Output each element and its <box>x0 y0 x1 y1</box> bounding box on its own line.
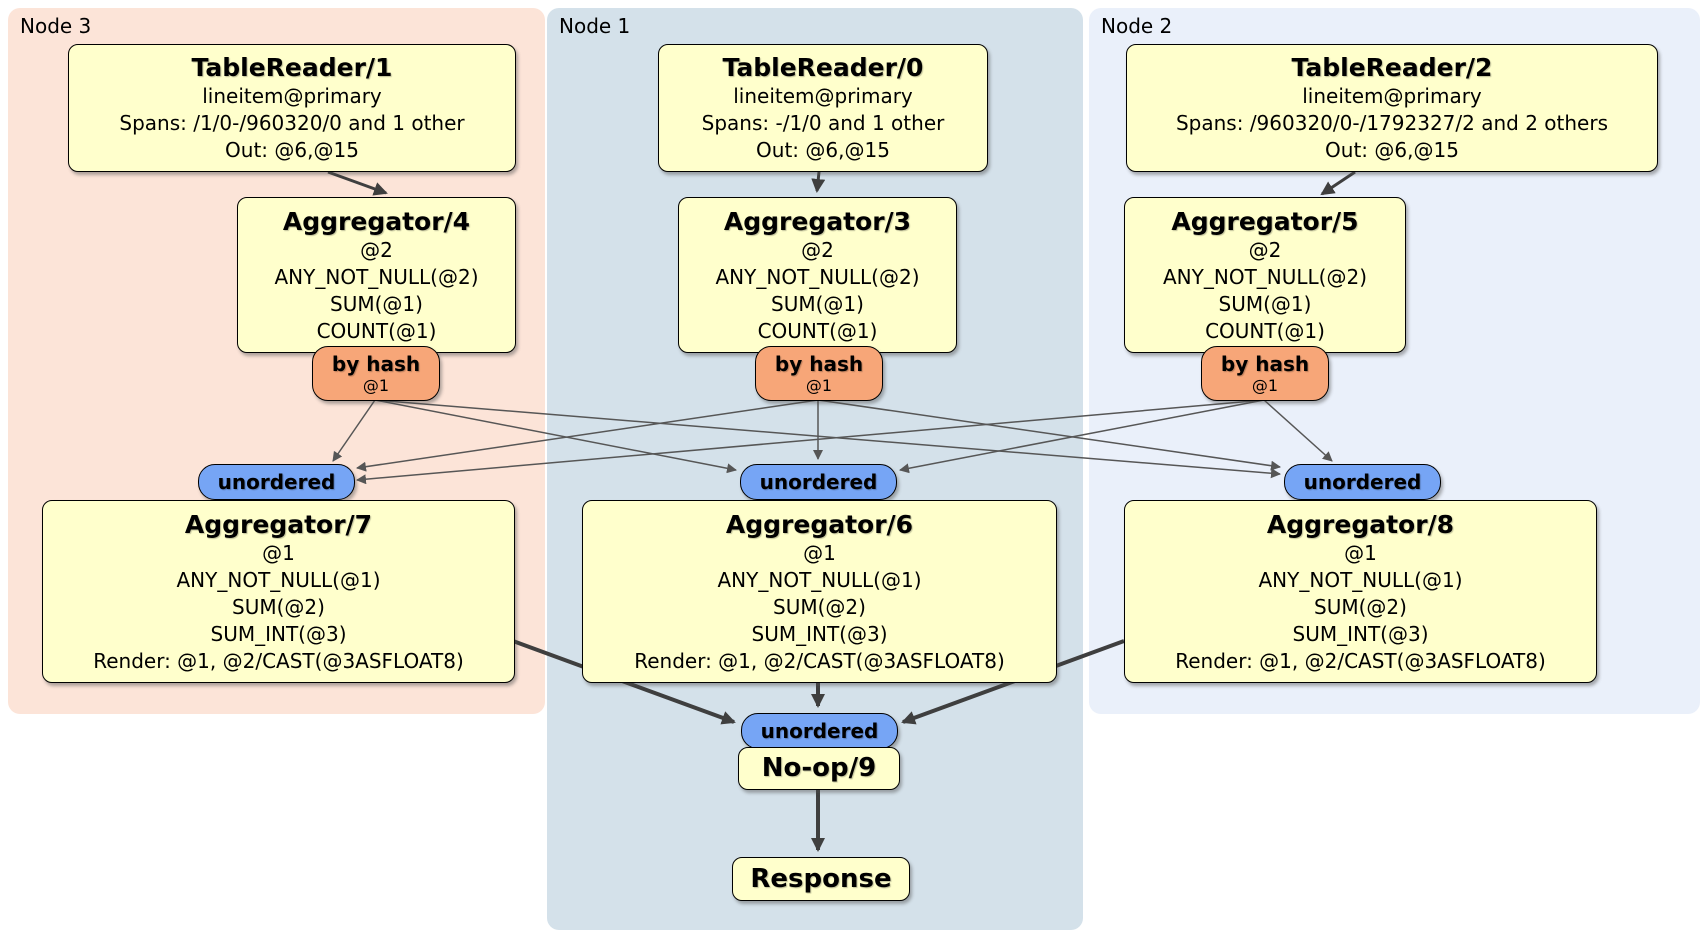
processor-title: TableReader/0 <box>722 53 924 82</box>
processor-tablereader-0: TableReader/0 lineitem@primary Spans: -/… <box>658 44 988 172</box>
processor-aggregator-5: Aggregator/5 @2 ANY_NOT_NULL(@2) SUM(@1)… <box>1124 197 1406 353</box>
sync-label: unordered <box>1303 470 1422 494</box>
agg-fn: SUM(@2) <box>232 594 325 619</box>
agg-group-cols: @1 <box>1344 540 1377 565</box>
router-hash-cols: @1 <box>1251 376 1279 395</box>
agg-fn: SUM(@2) <box>1314 594 1407 619</box>
processor-index: lineitem@primary <box>733 84 913 108</box>
processor-tablereader-1: TableReader/1 lineitem@primary Spans: /1… <box>68 44 516 172</box>
agg-fn: COUNT(@1) <box>757 318 878 343</box>
agg-fn: SUM_INT(@3) <box>751 621 888 646</box>
router-by-hash-node3: by hash @1 <box>312 346 440 401</box>
router-by-hash-node2: by hash @1 <box>1201 346 1329 401</box>
agg-group-cols: @1 <box>262 540 295 565</box>
processor-aggregator-3: Aggregator/3 @2 ANY_NOT_NULL(@2) SUM(@1)… <box>678 197 957 353</box>
processor-spans: Spans: /1/0-/960320/0 and 1 other <box>119 111 465 135</box>
agg-group-cols: @2 <box>801 237 834 262</box>
router-label: by hash <box>1220 352 1310 376</box>
agg-render: Render: @1, @2/CAST(@3ASFLOAT8) <box>634 648 1005 673</box>
router-label: by hash <box>331 352 421 376</box>
processor-title: TableReader/2 <box>1291 53 1493 82</box>
agg-fn: COUNT(@1) <box>316 318 437 343</box>
processor-aggregator-8: Aggregator/8 @1 ANY_NOT_NULL(@1) SUM(@2)… <box>1124 500 1597 683</box>
processor-index: lineitem@primary <box>202 84 382 108</box>
processor-aggregator-4: Aggregator/4 @2 ANY_NOT_NULL(@2) SUM(@1)… <box>237 197 516 353</box>
processor-title: Aggregator/6 <box>725 509 914 539</box>
processor-noop-9: No-op/9 <box>738 747 900 790</box>
agg-fn: SUM(@1) <box>330 291 423 316</box>
agg-fn: ANY_NOT_NULL(@2) <box>1163 264 1367 289</box>
processor-out: Out: @6,@15 <box>756 138 890 162</box>
processor-title: Response <box>750 863 892 894</box>
agg-fn: SUM_INT(@3) <box>1292 621 1429 646</box>
processor-title: Aggregator/3 <box>723 206 912 236</box>
processor-index: lineitem@primary <box>1302 84 1482 108</box>
processor-aggregator-7: Aggregator/7 @1 ANY_NOT_NULL(@1) SUM(@2)… <box>42 500 515 683</box>
agg-fn: SUM(@1) <box>1218 291 1312 316</box>
router-hash-cols: @1 <box>805 376 833 395</box>
processor-response: Response <box>732 857 910 901</box>
processor-title: No-op/9 <box>761 753 877 783</box>
group-node-2-label: Node 2 <box>1101 14 1173 38</box>
agg-fn: COUNT(@1) <box>1205 318 1325 343</box>
agg-fn: ANY_NOT_NULL(@2) <box>715 264 920 289</box>
processor-tablereader-2: TableReader/2 lineitem@primary Spans: /9… <box>1126 44 1658 172</box>
processor-title: Aggregator/7 <box>184 509 373 539</box>
agg-fn: SUM_INT(@3) <box>210 621 347 646</box>
processor-out: Out: @6,@15 <box>1325 138 1459 162</box>
processor-aggregator-6: Aggregator/6 @1 ANY_NOT_NULL(@1) SUM(@2)… <box>582 500 1057 683</box>
processor-title: Aggregator/8 <box>1266 509 1455 539</box>
agg-group-cols: @2 <box>360 237 393 262</box>
agg-render: Render: @1, @2/CAST(@3ASFLOAT8) <box>1175 648 1546 673</box>
sync-label: unordered <box>217 470 336 494</box>
agg-fn: ANY_NOT_NULL(@1) <box>1258 567 1463 592</box>
processor-spans: Spans: /960320/0-/1792327/2 and 2 others <box>1175 111 1608 135</box>
processor-out: Out: @6,@15 <box>225 138 359 162</box>
sync-unordered-node1: unordered <box>740 464 897 500</box>
router-hash-cols: @1 <box>362 376 390 395</box>
router-label: by hash <box>774 352 864 376</box>
sync-label: unordered <box>759 470 878 494</box>
agg-fn: ANY_NOT_NULL(@1) <box>176 567 381 592</box>
agg-fn: ANY_NOT_NULL(@2) <box>274 264 479 289</box>
agg-group-cols: @2 <box>1248 237 1282 262</box>
sync-label: unordered <box>760 719 879 743</box>
group-node-1-label: Node 1 <box>559 14 631 38</box>
agg-fn: SUM(@2) <box>773 594 866 619</box>
sync-unordered-node3: unordered <box>198 464 355 500</box>
processor-title: TableReader/1 <box>191 53 393 82</box>
processor-spans: Spans: -/1/0 and 1 other <box>701 111 945 135</box>
sync-unordered-node2: unordered <box>1284 464 1441 500</box>
sync-unordered-final: unordered <box>741 713 898 749</box>
agg-fn: ANY_NOT_NULL(@1) <box>717 567 922 592</box>
processor-title: Aggregator/5 <box>1171 206 1359 236</box>
router-by-hash-node1: by hash @1 <box>755 346 883 401</box>
agg-fn: SUM(@1) <box>771 291 864 316</box>
agg-render: Render: @1, @2/CAST(@3ASFLOAT8) <box>93 648 464 673</box>
processor-title: Aggregator/4 <box>282 206 471 236</box>
group-node-3-label: Node 3 <box>20 14 92 38</box>
agg-group-cols: @1 <box>803 540 836 565</box>
